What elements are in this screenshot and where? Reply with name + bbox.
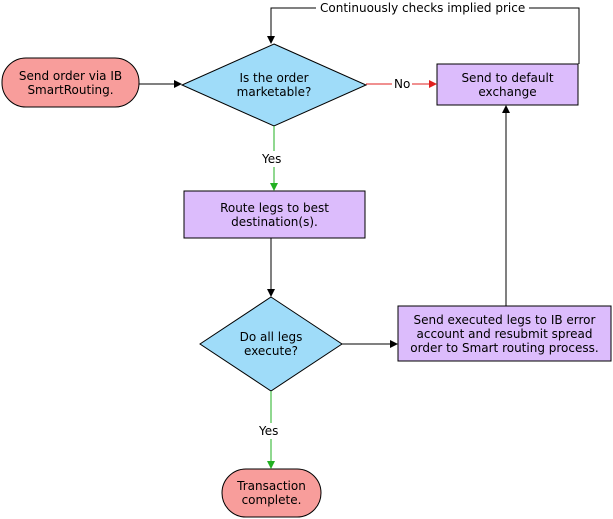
route-legs-process-shape: [183, 190, 366, 239]
route-legs-label: Route legs to best destination(s).: [220, 200, 329, 229]
start-terminal-label: Send order via IB SmartRouting.: [18, 68, 123, 97]
default-exchange-process-shape: [436, 63, 579, 106]
legs-execute-decision-label: Do all legs execute?: [239, 330, 303, 358]
start-terminal-shape: [1, 57, 140, 108]
loop-edge-label: Continuously checks implied price: [316, 1, 530, 15]
end-terminal-shape: [221, 468, 322, 518]
no-edge-label: No: [392, 77, 413, 91]
yes-edge-label-1: Yes: [260, 151, 284, 167]
end-terminal-label: Transaction complete.: [237, 479, 306, 507]
connector-loop-back-to-marketable: [267, 7, 580, 64]
error-account-process-shape: [397, 305, 612, 362]
marketable-decision-label: Is the order marketable?: [236, 71, 312, 99]
error-account-label: Send executed legs to IB error account a…: [410, 312, 599, 355]
default-exchange-label: Send to default exchange: [461, 70, 554, 99]
yes-edge-label-2: Yes: [257, 423, 281, 439]
